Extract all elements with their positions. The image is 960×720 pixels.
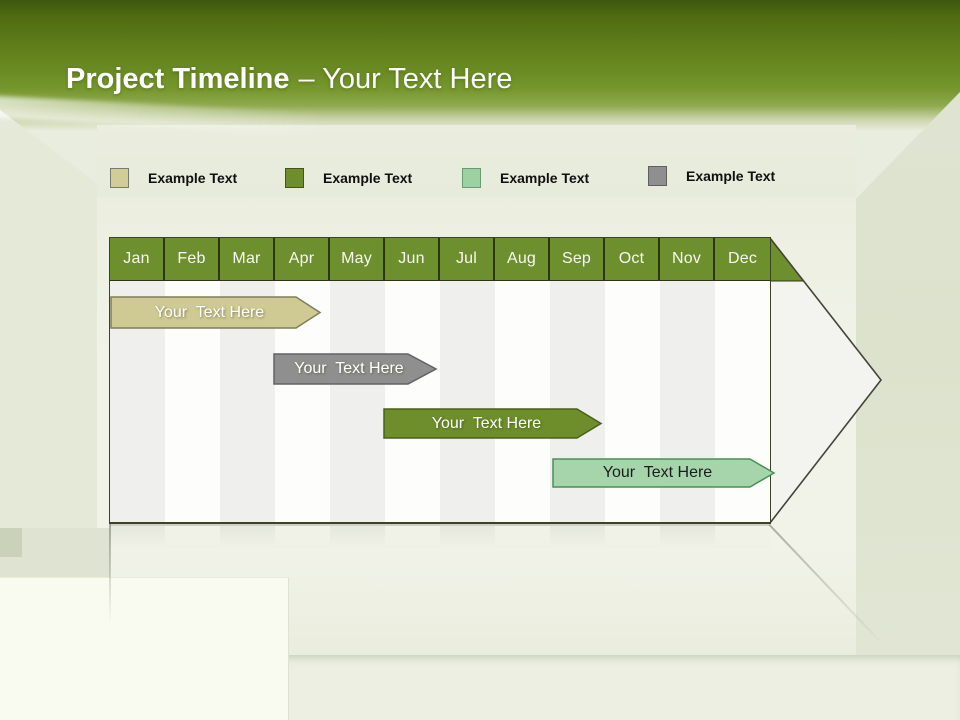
slide-title-bold: Project Timeline [66,63,290,95]
month-cell-may: May [330,238,385,280]
gantt-bar-4-label: Your Text Here [602,464,713,481]
month-cell-sep: Sep [550,238,605,280]
big-arrow-shape[interactable] [769,236,884,527]
month-cell-jan: Jan [110,238,165,280]
legend-item-3[interactable]: Example Text [462,168,589,188]
legend-item-4[interactable]: Example Text [648,166,775,186]
slide-title[interactable]: Project Timeline– Your Text Here [66,60,512,98]
legend-label-4: Example Text [686,168,776,184]
month-cell-jul: Jul [440,238,495,280]
month-cell-mar: Mar [220,238,275,280]
gantt-bar-2-label: Your Text Here [294,360,404,377]
month-cell-aug: Aug [495,238,550,280]
month-cell-dec: Dec [715,238,770,280]
legend-swatch-light-green [462,168,481,188]
month-cell-oct: Oct [605,238,660,280]
legend-swatch-dark-green [285,168,304,188]
column-stripe [330,281,385,522]
legend-swatch-gray [648,166,667,186]
legend-label-1: Example Text [148,170,238,186]
bg-right-wall [856,92,960,720]
slide-title-rest: – Your Text Here [298,63,513,95]
month-cell-apr: Apr [275,238,330,280]
bg-ceiling [97,125,856,200]
column-stripe [495,281,550,522]
legend-swatch-tan [110,168,129,188]
reflection-stripes [110,526,770,548]
month-header-row: Jan Feb Mar Apr May Jun Jul Aug Sep Oct … [110,238,770,281]
legend-label-3: Example Text [500,170,590,186]
bg-left-block [0,528,22,557]
legend-item-2[interactable]: Example Text [285,168,412,188]
gantt-bar-4[interactable]: Your Text Here [552,458,776,488]
gantt-bar-1-label: Your Text Here [154,304,265,321]
gantt-bar-3-label: Your Text Here [431,415,542,432]
month-cell-jun: Jun [385,238,440,280]
month-cell-feb: Feb [165,238,220,280]
gantt-bar-2[interactable]: Your Text Here [273,353,438,385]
legend-label-2: Example Text [323,170,413,186]
bg-left-box [0,577,289,720]
timeline-table[interactable]: Jan Feb Mar Apr May Jun Jul Aug Sep Oct … [109,237,771,524]
gantt-bar-3[interactable]: Your Text Here [383,408,603,439]
column-stripe [385,281,440,522]
column-stripe [440,281,495,522]
legend-item-1[interactable]: Example Text [110,168,237,188]
reflection-left-edge [109,524,111,624]
reflection-table-bottom [110,524,770,526]
month-cell-nov: Nov [660,238,715,280]
gantt-bar-1[interactable]: Your Text Here [110,296,322,329]
